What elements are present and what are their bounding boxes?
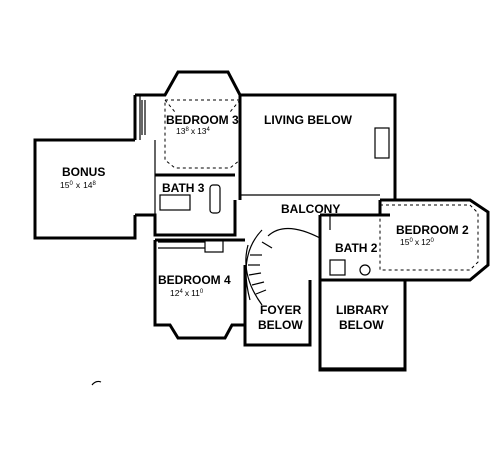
bath-2-fixtures — [329, 259, 371, 276]
bedroom-3-ceiling-outline — [164, 99, 479, 271]
curved-staircase — [245, 227, 321, 306]
room-foyer-below: FOYER BELOW — [258, 303, 303, 332]
exterior-walls — [33, 70, 490, 372]
balcony-label: BALCONY — [281, 202, 340, 216]
bedroom-3-name: BEDROOM 3 — [166, 113, 239, 127]
library-label-line1: LIBRARY — [336, 303, 389, 317]
bath-3-fixtures — [159, 184, 221, 214]
foyer-label-line2: BELOW — [258, 318, 303, 332]
closet-shelving — [141, 100, 224, 253]
room-library-below: LIBRARY BELOW — [336, 303, 389, 332]
foyer-label-line1: FOYER — [260, 303, 302, 317]
bath-2-label: BATH 2 — [335, 241, 378, 255]
bedroom-2-name: BEDROOM 2 — [396, 223, 469, 237]
library-label-line2: BELOW — [339, 318, 384, 332]
bonus-name: BONUS — [62, 165, 105, 179]
stray-mark — [91, 380, 102, 386]
bedroom-4-name: BEDROOM 4 — [158, 273, 231, 287]
living-below-label: LIVING BELOW — [264, 113, 353, 127]
bath-3-label: BATH 3 — [162, 181, 205, 195]
